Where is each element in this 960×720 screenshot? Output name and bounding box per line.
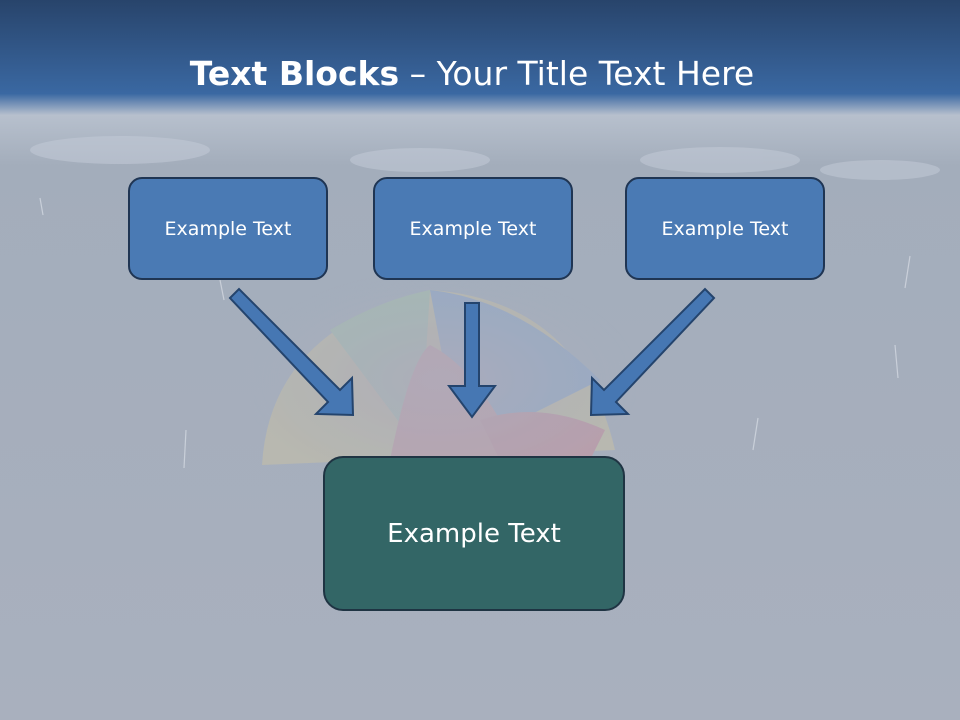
slide-title: Text Blocks – Your Title Text Here xyxy=(0,52,944,96)
target-text-block[interactable]: Example Text xyxy=(323,456,625,611)
text-block-3[interactable]: Example Text xyxy=(625,177,825,280)
text-block-1-label: Example Text xyxy=(164,217,292,240)
arrow-center xyxy=(447,302,497,419)
umbrella-illustration xyxy=(240,270,640,490)
text-block-2-label: Example Text xyxy=(409,217,537,240)
text-block-1[interactable]: Example Text xyxy=(128,177,328,280)
title-rest: – Your Title Text Here xyxy=(399,54,755,93)
target-text-block-label: Example Text xyxy=(387,518,561,549)
text-block-2[interactable]: Example Text xyxy=(373,177,573,280)
arrow-right xyxy=(589,287,716,417)
text-block-3-label: Example Text xyxy=(661,217,789,240)
title-bold: Text Blocks xyxy=(189,54,400,93)
arrow-left xyxy=(228,287,355,417)
